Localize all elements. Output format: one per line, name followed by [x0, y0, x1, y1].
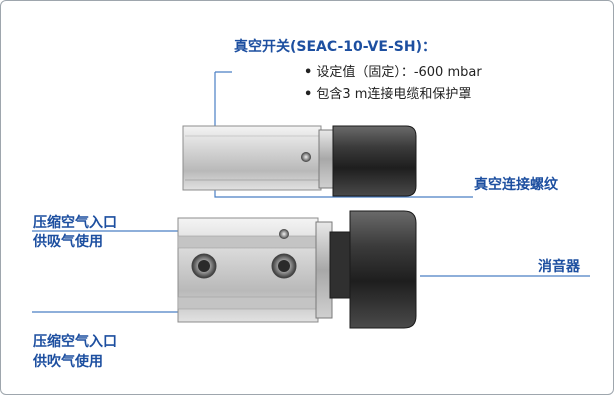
- screw-icon: [279, 229, 289, 239]
- vacuum-switch-device: [182, 125, 417, 197]
- silencer-body: [349, 210, 417, 329]
- label-blow-inlet-line1: 压缩空气入口: [33, 334, 117, 350]
- switch-title: 真空开关(SEAC-10-VE-SH)：: [234, 39, 436, 55]
- leader-vacuum-port: [214, 72, 473, 198]
- label-vacuum-port: 真空连接螺纹: [474, 177, 558, 193]
- screw-icon: [301, 152, 311, 162]
- ejector-device: [177, 210, 417, 329]
- label-silencer: 消音器: [538, 259, 580, 275]
- spec-item: •设定值（固定）：-600 mbar: [304, 65, 482, 80]
- label-suction-inlet-line1: 压缩空气入口: [33, 215, 117, 231]
- spec-item: •包含3 m连接电缆和保护罩: [304, 87, 472, 102]
- label-blow-inlet-line2: 供吹气使用: [33, 354, 103, 370]
- bullet-icon: •: [304, 87, 313, 102]
- label-suction-inlet-line2: 供吸气使用: [33, 234, 103, 250]
- connector-cap: [332, 125, 417, 197]
- bullet-icon: •: [304, 65, 313, 80]
